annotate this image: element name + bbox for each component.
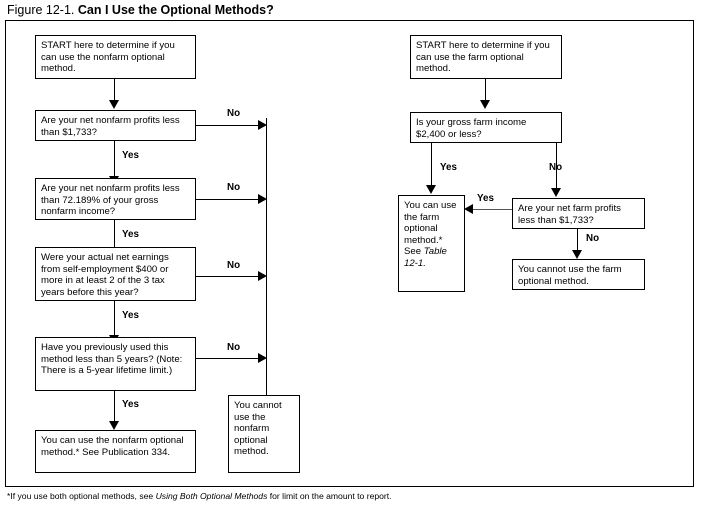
figure-number: Figure 12-1. [7, 3, 75, 17]
connector-nonfarm-d2-yes [114, 220, 116, 256]
arrow-right-icon [258, 120, 267, 130]
edge-label-nonfarm-d1-no: No [227, 108, 241, 119]
arrow-left-icon [464, 204, 473, 214]
edge-label-farm-q2-no: No [586, 233, 600, 244]
connector-nonfarm-d4-no [196, 358, 260, 360]
figure-frame [5, 20, 694, 487]
footnote-suffix: for limit on the amount to report. [267, 491, 392, 501]
connector-farm-start-to-q1 [485, 79, 487, 101]
connector-nonfarm-d3-no [196, 276, 260, 278]
arrow-right-icon [258, 194, 267, 204]
connector-farm-q1-no [556, 143, 558, 189]
node-nonfarm-decision-3: Were your actual net earnings from self-… [35, 247, 196, 301]
figure-title: Figure 12-1. Can I Use the Optional Meth… [7, 2, 274, 18]
footnote-italic-ref: Using Both Optional Methods [155, 491, 268, 501]
arrow-right-icon [258, 271, 267, 281]
edge-label-nonfarm-d4-no: No [227, 342, 241, 353]
node-nonfarm-decision-1: Are your net nonfarm profits less than $… [35, 110, 196, 141]
node-farm-gross-income-question: Is your gross farm income $2,400 or less… [410, 112, 562, 143]
connector-nonfarm-d1-no [196, 125, 260, 127]
edge-label-farm-q1-yes: Yes [440, 162, 457, 173]
node-farm-success: You can use the farm optional method.* S… [398, 195, 465, 292]
farm-success-table-ref: Table 12-1 [404, 246, 447, 269]
node-farm-net-profits-question: Are your net farm profits less than $1,7… [512, 198, 645, 229]
edge-label-nonfarm-d2-no: No [227, 182, 241, 193]
edge-label-farm-q1-no: No [549, 162, 563, 173]
node-nonfarm-success: You can use the nonfarm optional method.… [35, 430, 196, 473]
connector-farm-q1-yes [431, 143, 433, 186]
connector-nonfarm-d1-yes [114, 141, 116, 177]
connector-nonfarm-d3-yes [114, 301, 116, 336]
footnote: *If you use both optional methods, see U… [7, 491, 392, 502]
connector-farm-q2-no [577, 229, 579, 251]
node-nonfarm-start: START here to determine if you can use t… [35, 35, 196, 79]
footnote-prefix: *If you use both optional methods, see [7, 491, 156, 501]
edge-label-nonfarm-d3-no: No [227, 260, 241, 271]
node-nonfarm-decision-4: Have you previously used this method les… [35, 337, 196, 391]
farm-success-prefix: You can use the farm optional method.* S… [404, 200, 457, 258]
arrow-down-icon [109, 100, 119, 109]
edge-label-nonfarm-d1-yes: Yes [122, 150, 139, 161]
node-nonfarm-decision-2: Are your net nonfarm profits less than 7… [35, 178, 196, 220]
edge-label-nonfarm-d4-yes: Yes [122, 399, 139, 410]
arrow-right-icon [258, 353, 267, 363]
connector-nonfarm-no-trunk [266, 118, 268, 396]
node-nonfarm-failure: You cannot use the nonfarm optional meth… [228, 395, 300, 473]
figure-name: Can I Use the Optional Methods? [77, 3, 274, 17]
node-farm-start: START here to determine if you can use t… [410, 35, 562, 79]
edge-label-farm-q2-yes: Yes [477, 193, 494, 204]
arrow-down-icon [551, 188, 561, 197]
connector-nonfarm-d2-no [196, 199, 260, 201]
arrow-down-icon [109, 421, 119, 430]
node-farm-failure: You cannot use the farm optional method. [512, 259, 645, 290]
edge-label-nonfarm-d2-yes: Yes [122, 229, 139, 240]
connector-nonfarm-start-to-d1 [114, 79, 116, 101]
arrow-down-icon [480, 100, 490, 109]
edge-label-nonfarm-d3-yes: Yes [122, 310, 139, 321]
connector-nonfarm-d4-yes [114, 391, 116, 423]
connector-farm-q2-yes [473, 209, 512, 210]
arrow-down-icon [426, 185, 436, 194]
arrow-down-icon [572, 250, 582, 259]
farm-success-suffix: . [423, 257, 426, 269]
